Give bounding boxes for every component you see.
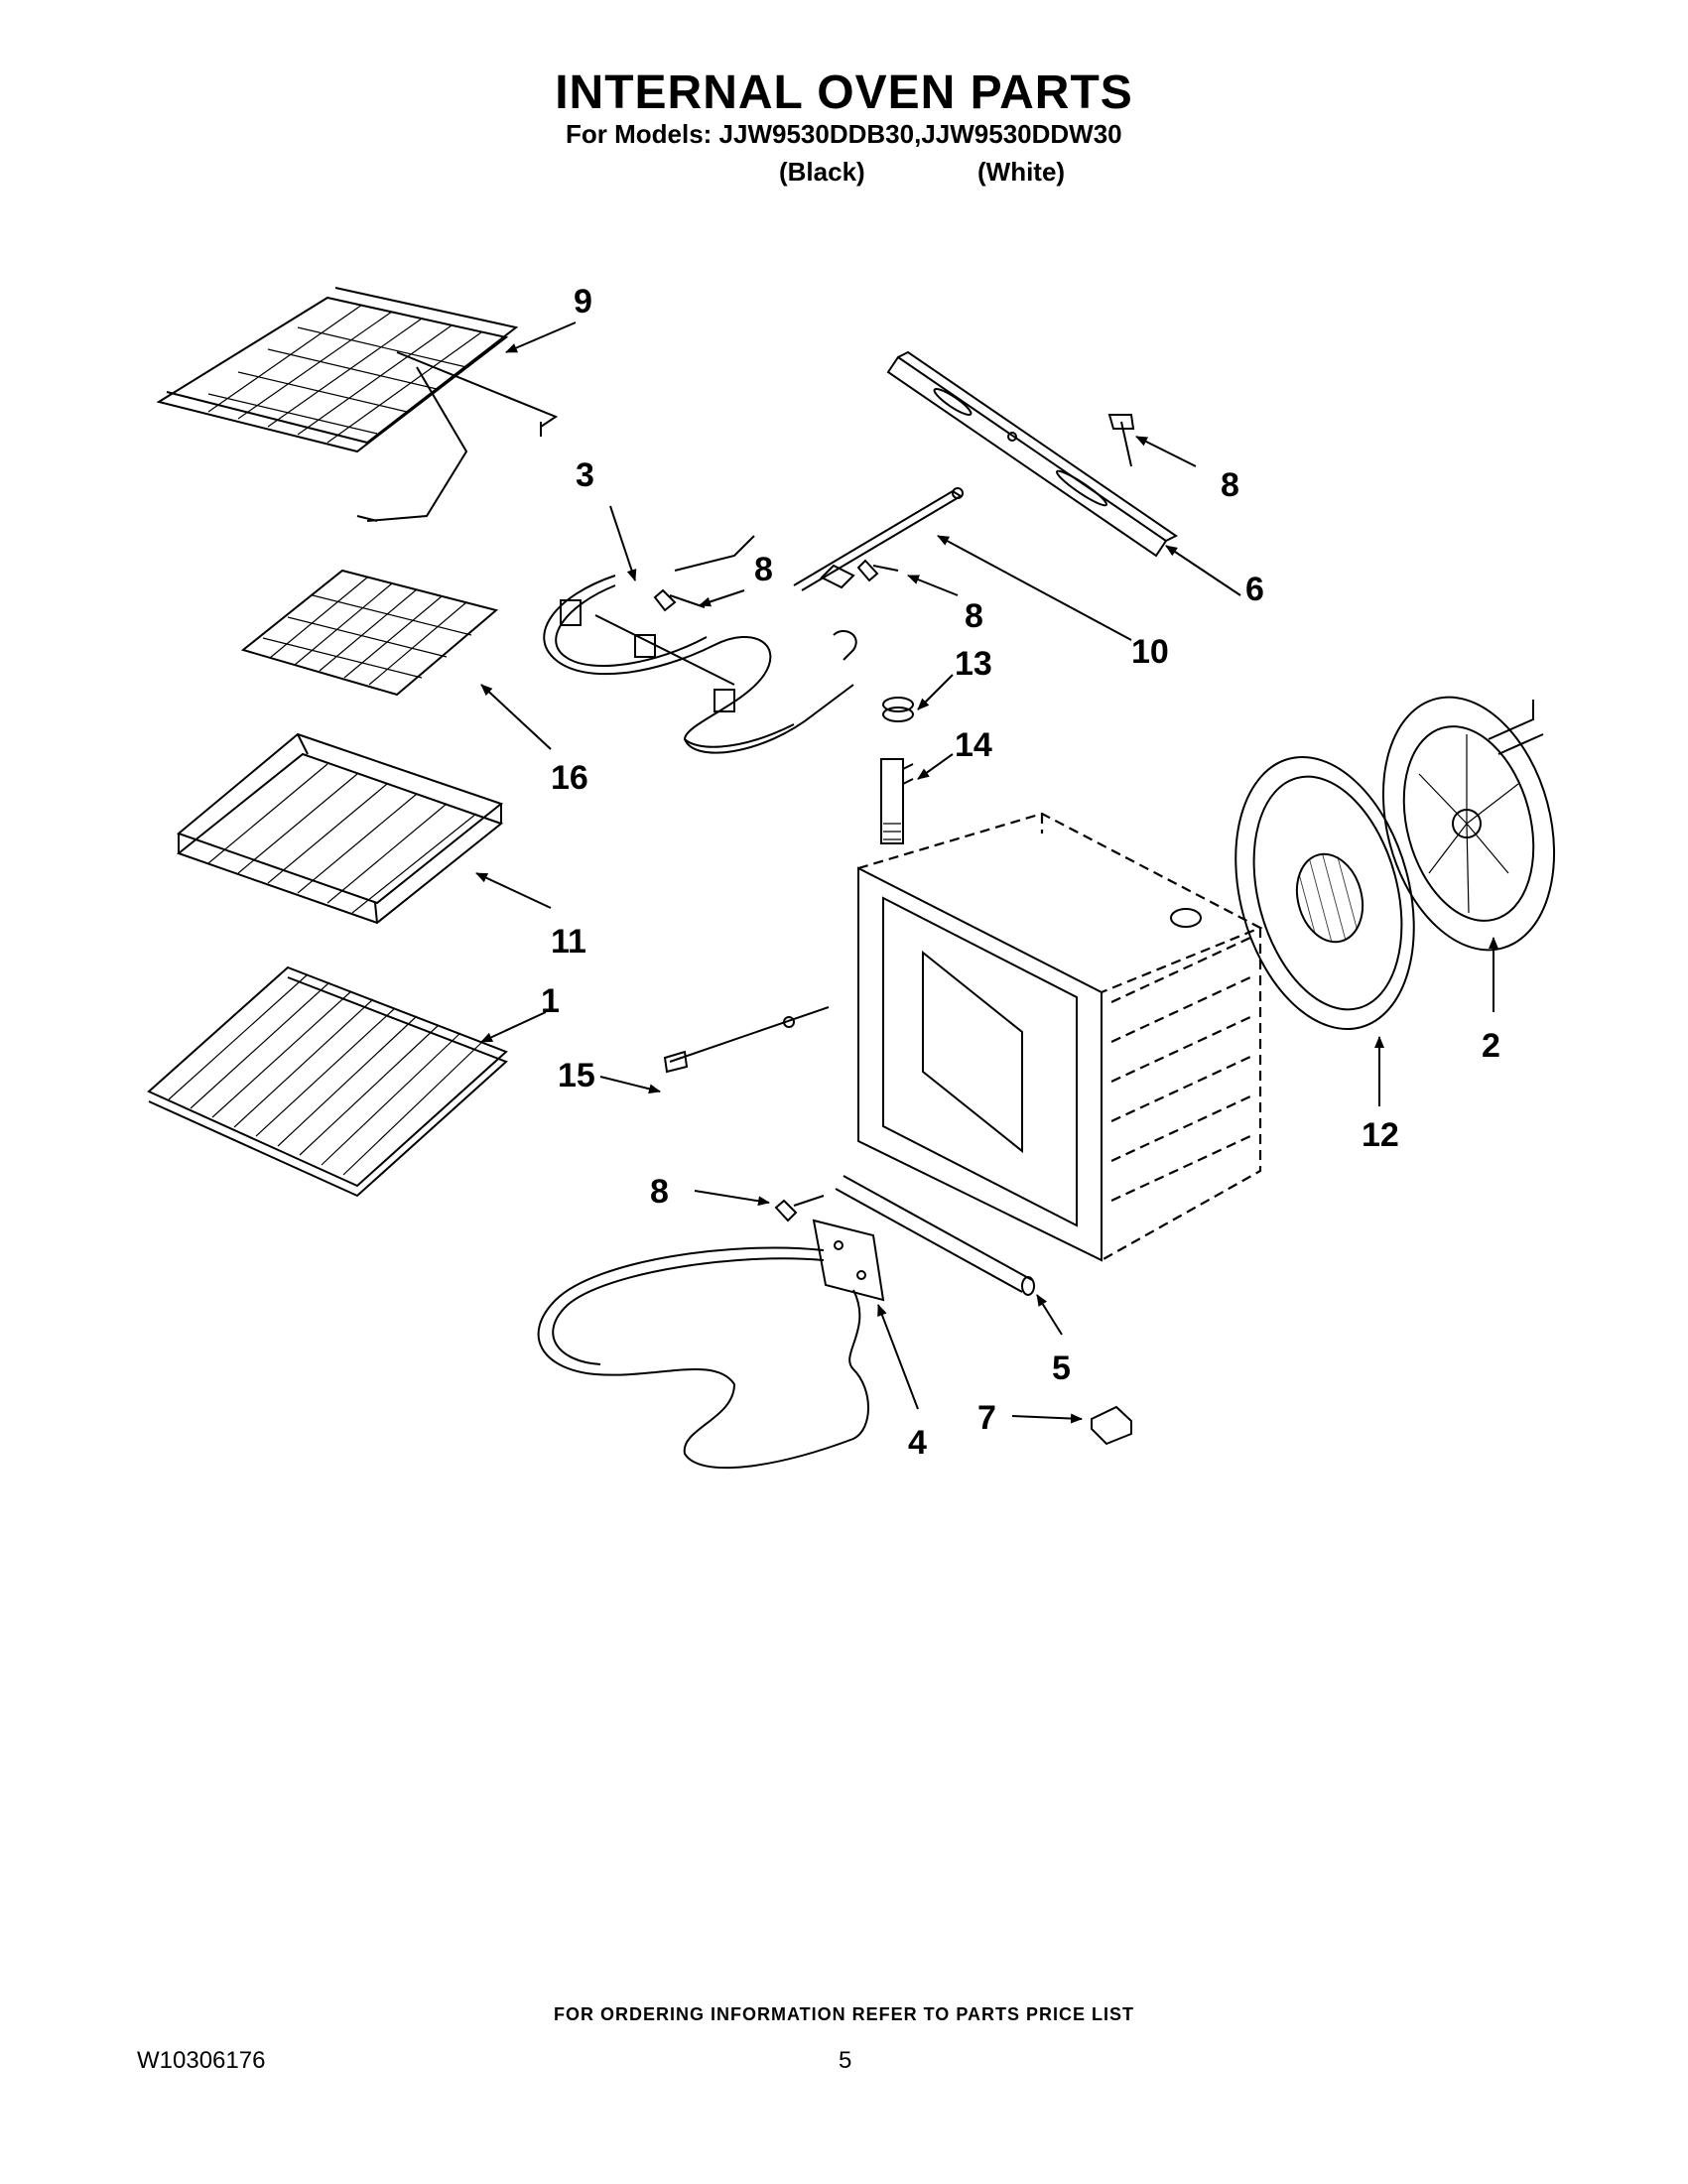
callout-12: 12 [1362,1116,1399,1154]
part-1-rack [147,965,508,1198]
callout-1: 1 [541,982,560,1020]
callout-8-lower: 8 [650,1173,669,1211]
part-4-bake-element [537,1219,885,1470]
part-5-tube [835,1175,1035,1296]
part-2-fan-assembly [1381,696,1556,952]
callout-14: 14 [955,726,992,764]
document-number: W10306176 [137,2047,266,2074]
callout-7: 7 [977,1399,996,1437]
models-line: For Models: JJW9530DDB30,JJW9530DDW30 [566,119,1122,149]
callout-9: 9 [574,283,592,321]
callout-10: 10 [1131,633,1169,671]
callout-2: 2 [1482,1027,1500,1065]
callout-5: 5 [1052,1349,1071,1387]
page-number: 5 [839,2047,852,2074]
part-7-clip [1091,1405,1132,1446]
callout-11: 11 [551,923,586,961]
callout-8-upper-left: 8 [754,551,773,588]
page-title: INTERNAL OVEN PARTS [555,66,1133,119]
callout-16: 16 [551,759,588,797]
callout-4: 4 [908,1424,927,1462]
part-15-probe [663,1006,830,1074]
leader-arrows [475,321,1498,1424]
variant-white-label: (White) [977,157,1066,187]
part-9-rack [156,287,559,522]
callout-6: 6 [1245,571,1264,608]
part-6-bracket [886,350,1178,558]
part-10-sensor [793,487,964,591]
oven-cavity [857,812,1263,1262]
part-8-screws [653,414,1135,1222]
callout-3: 3 [576,456,594,494]
callout-15: 15 [558,1057,595,1094]
part-3-broil-element [543,535,857,754]
callout-13: 13 [955,645,992,683]
part-16-rack [240,569,499,697]
part-11-rack [176,732,504,925]
callout-8-top-right: 8 [1221,466,1239,504]
variant-black-label: (Black) [779,157,865,187]
callout-8-mid: 8 [965,597,983,635]
part-12-fan-cover [1234,755,1415,1031]
part-13-nut [882,697,914,722]
ordering-info-note: FOR ORDERING INFORMATION REFER TO PARTS … [553,2004,1134,2024]
part-14-thermostat [880,758,914,844]
